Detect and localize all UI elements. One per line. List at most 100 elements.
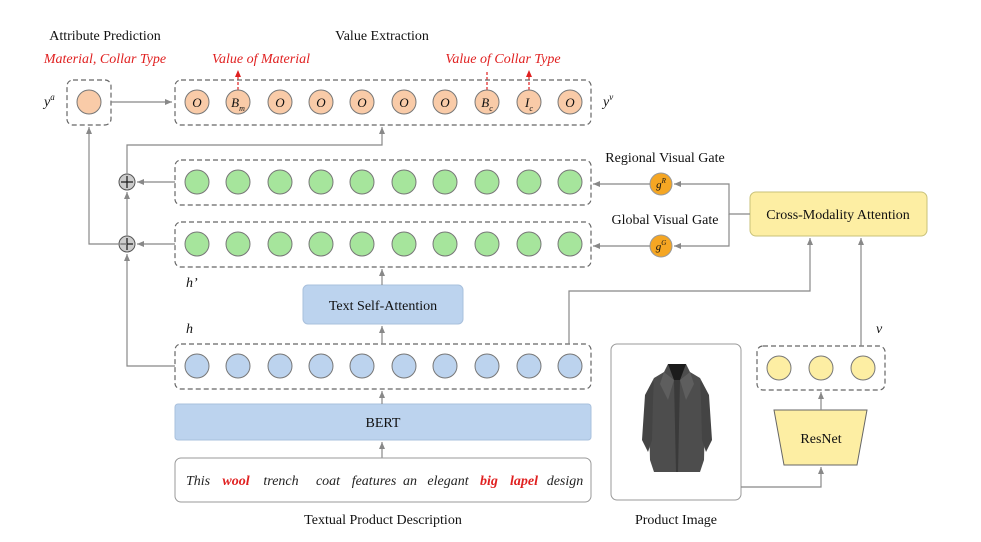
visual-feature-node-1	[766, 355, 792, 381]
h-to-cma-arrow	[568, 238, 813, 344]
visual-feature-node-2	[808, 355, 834, 381]
value-extraction-title: Value Extraction	[335, 29, 429, 44]
h-node-7	[432, 353, 458, 379]
tag-node-10	[557, 89, 583, 115]
sentence-box	[174, 457, 592, 503]
global-node-5	[349, 231, 375, 257]
attribute-values-label: Material, Collar Type	[43, 52, 166, 67]
regional-node-9	[516, 169, 542, 195]
cross-modality-attention-label: Cross-Modality Attention	[766, 208, 910, 223]
sentence-word-10: design	[547, 474, 584, 489]
visual-feature-node-3	[850, 355, 876, 381]
sentence-word-1: This	[186, 474, 211, 489]
tag-node-3	[267, 89, 293, 115]
cma-to-global-gate-arrow	[674, 214, 730, 249]
cma-to-regional-gate-arrow	[674, 181, 750, 215]
image-to-resnet-arrow	[741, 467, 824, 488]
tag-node-9	[516, 89, 542, 115]
bert-label: BERT	[366, 416, 401, 431]
text-self-attention-box	[302, 284, 464, 325]
h-node-8	[474, 353, 500, 379]
tag-label-3: O	[275, 95, 285, 110]
global-gated-row	[184, 231, 583, 257]
h-prime-label: h’	[186, 276, 198, 291]
regional-node-7	[432, 169, 458, 195]
global-gate-label: Global Visual Gate	[612, 213, 719, 228]
global-node-6	[391, 231, 417, 257]
h-label: h	[186, 322, 193, 337]
plus-to-tag-arrow	[126, 127, 385, 174]
h-node-2	[225, 353, 251, 379]
tag-label-9: Ic	[524, 95, 533, 113]
product-image-caption: Product Image	[635, 513, 717, 528]
tag-node-8	[474, 89, 500, 115]
resnet-label: ResNet	[800, 432, 841, 447]
plus-to-attribute-arrow	[86, 127, 127, 245]
bert-box	[174, 403, 592, 441]
regional-node-8	[474, 169, 500, 195]
plus-node-top	[118, 173, 136, 191]
sentence-word-4: coat	[316, 474, 341, 489]
tag-node-6	[391, 89, 417, 115]
regional-node-10	[557, 169, 583, 195]
h-node-6	[391, 353, 417, 379]
tag-label-6: O	[399, 95, 409, 110]
regional-gate-label: Regional Visual Gate	[605, 151, 724, 166]
tag-node-4	[308, 89, 334, 115]
h-residual-arrow	[124, 254, 175, 367]
regional-node-3	[267, 169, 293, 195]
sentence-word-7: elegant	[427, 474, 469, 489]
regional-node-2	[225, 169, 251, 195]
h-node-9	[516, 353, 542, 379]
attribute-prediction-title: Attribute Prediction	[49, 29, 161, 44]
regional-gated-sequence-box	[174, 159, 592, 206]
global-node-2	[225, 231, 251, 257]
global-node-9	[516, 231, 542, 257]
global-node-7	[432, 231, 458, 257]
tag-label-8: Bc	[481, 95, 493, 113]
tag-label-7: O	[440, 95, 450, 110]
regional-node-6	[391, 169, 417, 195]
resnet-block	[773, 409, 868, 466]
tag-node-1	[184, 89, 210, 115]
tag-label-5: O	[357, 95, 367, 110]
h-row	[184, 353, 583, 379]
regional-gate-symbol: gR	[656, 177, 667, 191]
h-node-3	[267, 353, 293, 379]
sentence-word-8: big	[480, 474, 498, 489]
visual-features-row	[766, 355, 876, 381]
h-node-10	[557, 353, 583, 379]
global-node-3	[267, 231, 293, 257]
global-gate-symbol: gG	[656, 239, 667, 253]
tag-node-7	[432, 89, 458, 115]
tag-label-4: O	[316, 95, 326, 110]
v-label: v	[876, 322, 883, 337]
regional-node-4	[308, 169, 334, 195]
tag-sequence-box	[174, 79, 592, 126]
y-v-label: yv	[601, 92, 613, 110]
sentence-word-5: features	[352, 474, 397, 489]
h-node-5	[349, 353, 375, 379]
global-node-4	[308, 231, 334, 257]
visual-features-box	[756, 345, 886, 391]
h-node-4	[308, 353, 334, 379]
y-a-label: ya	[42, 92, 55, 110]
global-node-8	[474, 231, 500, 257]
sentence-word-6: an	[403, 474, 417, 489]
global-node-10	[557, 231, 583, 257]
attribute-node	[76, 89, 102, 115]
h-sequence-box	[174, 343, 592, 390]
tag-label-2: Bm	[231, 95, 245, 113]
global-node-1	[184, 231, 210, 257]
value-of-material-label: Value of Material	[212, 52, 310, 67]
sentence-word-2: wool	[222, 474, 249, 489]
textual-description-caption: Textual Product Description	[304, 513, 462, 528]
tag-node-2	[225, 89, 251, 115]
sentence-word-9: lapel	[510, 474, 538, 489]
regional-node-5	[349, 169, 375, 195]
tag-node-5	[349, 89, 375, 115]
global-gated-sequence-box	[174, 221, 592, 268]
